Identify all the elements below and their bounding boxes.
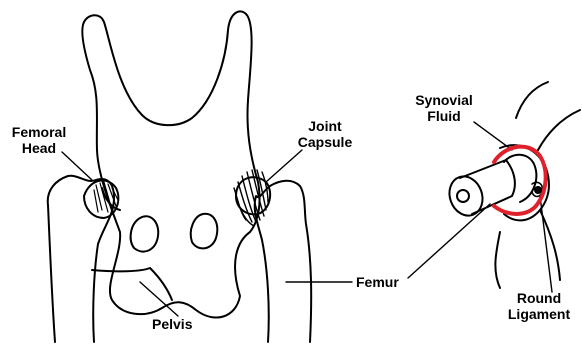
label-synovial-fluid-line1: Synovial: [404, 92, 484, 108]
label-round-ligament: Round Ligament: [498, 290, 580, 322]
leader-synovial-fluid: [474, 122, 512, 150]
leader-round-ligament: [540, 196, 552, 292]
joint-capsule-right: [234, 170, 268, 226]
leader-femur-right: [408, 204, 490, 278]
label-synovial-fluid: Synovial Fluid: [404, 92, 484, 124]
pelvis-curve-right: [538, 110, 580, 150]
femur-left-outline: [48, 176, 114, 342]
label-round-ligament-line2: Ligament: [498, 306, 580, 322]
femur-closeup-marrow: [457, 190, 469, 202]
femur-closeup-end: [444, 172, 488, 221]
label-joint-capsule-line2: Capsule: [290, 134, 360, 150]
label-femoral-head: Femoral Head: [4, 124, 74, 156]
leader-joint-capsule: [266, 150, 302, 182]
label-pelvis: Pelvis: [152, 316, 192, 332]
label-round-ligament-line1: Round: [498, 290, 580, 306]
label-femoral-head-line2: Head: [4, 140, 74, 156]
obturator-foramen-right: [191, 214, 218, 249]
label-synovial-fluid-line2: Fluid: [404, 108, 484, 124]
femoral-head-closeup: [504, 155, 536, 202]
label-femur: Femur: [356, 274, 399, 290]
label-joint-capsule: Joint Capsule: [290, 118, 360, 150]
pubis-line: [92, 268, 172, 300]
femur-right-outline: [255, 181, 312, 342]
round-ligament-attachment: [534, 186, 542, 194]
label-femoral-head-line1: Femoral: [4, 124, 74, 140]
obturator-foramen-left: [131, 216, 159, 251]
label-joint-capsule-line1: Joint: [290, 118, 360, 134]
pelvis-curve-top: [516, 82, 548, 118]
pelvis-curve-bottom: [495, 232, 500, 288]
